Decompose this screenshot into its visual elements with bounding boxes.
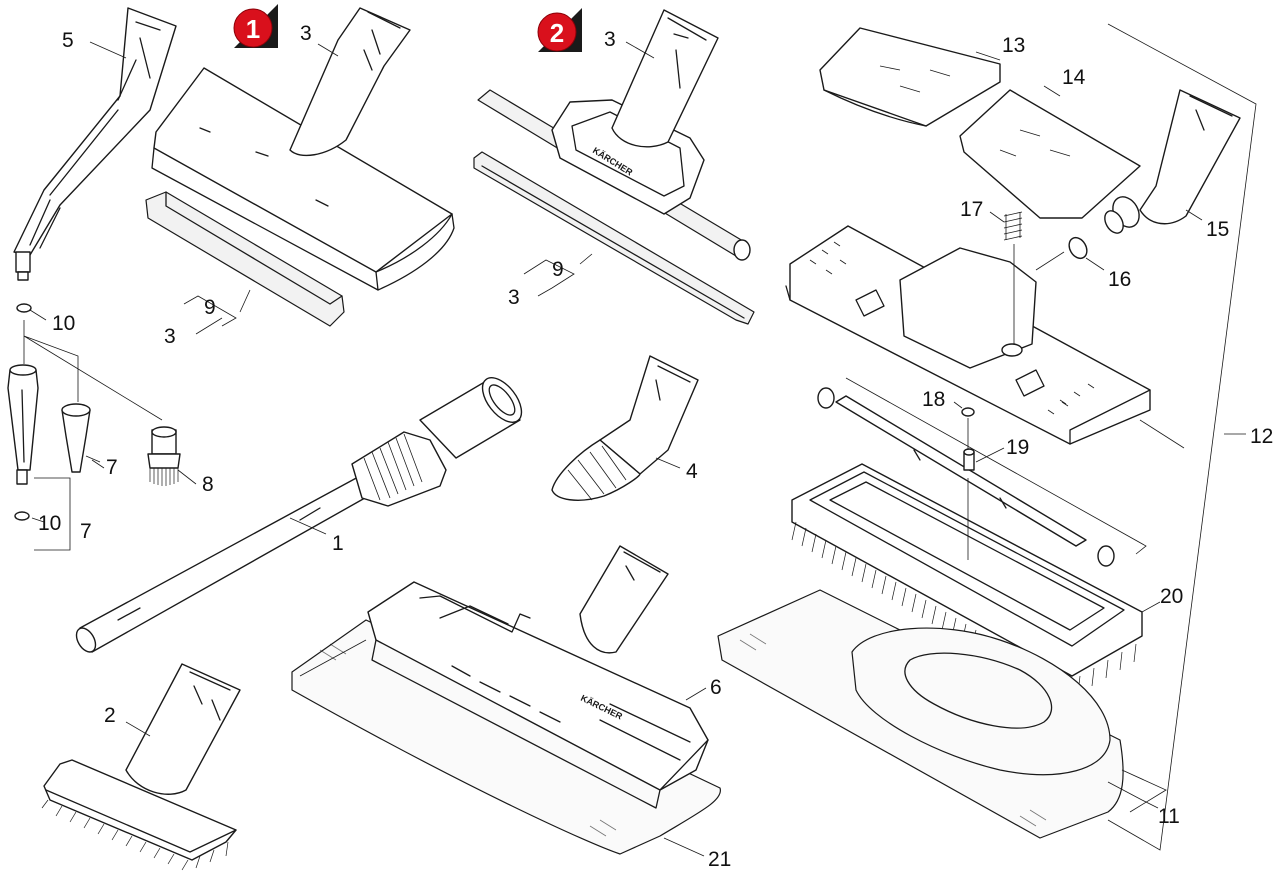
label-11: 11 [1158, 805, 1180, 828]
leader-line-4 [655, 457, 681, 469]
label-10-lower: 10 [38, 512, 61, 535]
svg-text:1: 1 [246, 14, 260, 44]
part-19-nipple[interactable] [963, 448, 975, 471]
leader-line-2 [125, 721, 151, 737]
part-10-o-ring-upper[interactable] [16, 303, 32, 313]
part-axle-bar[interactable] [817, 387, 1115, 567]
label-5: 5 [62, 29, 74, 52]
label-12: 12 [1250, 425, 1273, 448]
leader-lines-6-21 [663, 687, 707, 857]
label-15: 15 [1206, 218, 1229, 241]
label-21: 21 [708, 848, 731, 871]
svg-text:2: 2 [550, 18, 564, 48]
label-13: 13 [1002, 34, 1025, 57]
label-18: 18 [922, 388, 945, 411]
label-3-nozzle1: 3 [300, 22, 312, 45]
label-9-nozzle1: 9 [204, 296, 216, 319]
badge-1: 1 [233, 4, 278, 48]
label-19: 19 [1006, 436, 1029, 459]
label-1: 1 [332, 532, 344, 555]
part-9-rubber-lip-2[interactable] [473, 151, 755, 325]
label-8: 8 [202, 473, 214, 496]
part-14-pad[interactable] [959, 89, 1141, 219]
part-2-hand-brush[interactable] [41, 663, 241, 871]
label-6: 6 [710, 676, 722, 699]
part-10-o-ring-lower[interactable] [14, 511, 30, 521]
leader-lines-nozzle-2 [523, 41, 655, 297]
part-9-rubber-lip-1[interactable] [145, 191, 345, 327]
part-4-point-jet-nozzle[interactable] [551, 355, 699, 501]
part-1-extension-tube[interactable] [73, 371, 529, 655]
part-13-pad[interactable] [819, 27, 1001, 127]
part-15-connector[interactable] [1101, 89, 1241, 236]
part-12-floor-nozzle-body[interactable] [785, 225, 1151, 445]
part-8-round-brush[interactable] [147, 426, 181, 486]
part-5-angled-nozzle[interactable] [13, 7, 177, 281]
label-3-lip1: 3 [164, 325, 176, 348]
label-20: 20 [1160, 585, 1183, 608]
part-17-spring[interactable] [1003, 211, 1023, 241]
leader-lines-nozzle-1 [183, 43, 339, 335]
part-window-nozzle-2[interactable]: KÄRCHER [477, 9, 751, 261]
label-9-nozzle2: 9 [552, 258, 564, 281]
label-16: 16 [1108, 268, 1131, 291]
label-2: 2 [104, 704, 116, 727]
label-4: 4 [686, 460, 698, 483]
leader-lines-right [845, 23, 1257, 851]
part-6-floor-nozzle[interactable]: KÄRCHER [367, 545, 709, 809]
label-17: 17 [960, 198, 983, 221]
leader-lines-left [23, 41, 197, 551]
part-18-o-ring[interactable] [961, 407, 975, 417]
part-window-nozzle-1[interactable] [151, 7, 455, 291]
leader-line-1 [289, 517, 327, 535]
part-11-floor-cloths[interactable] [717, 589, 1124, 839]
part-7-spot-nozzle-short[interactable] [61, 403, 91, 473]
label-10-upper: 10 [52, 312, 75, 335]
label-3-nozzle2: 3 [604, 28, 616, 51]
part-16-o-ring[interactable] [1066, 234, 1091, 261]
label-7-long: 7 [80, 520, 92, 543]
part-7-spot-nozzle-long[interactable] [7, 364, 39, 485]
callout-labels: 5 3 3 10 9 3 9 3 7 8 10 7 1 4 2 6 21 13 … [38, 22, 1273, 871]
label-3-lip2: 3 [508, 286, 520, 309]
part-21-floor-cloth[interactable] [291, 619, 721, 855]
label-14: 14 [1062, 66, 1086, 89]
badge-2: 2 [537, 8, 582, 52]
label-7-short: 7 [106, 456, 118, 479]
